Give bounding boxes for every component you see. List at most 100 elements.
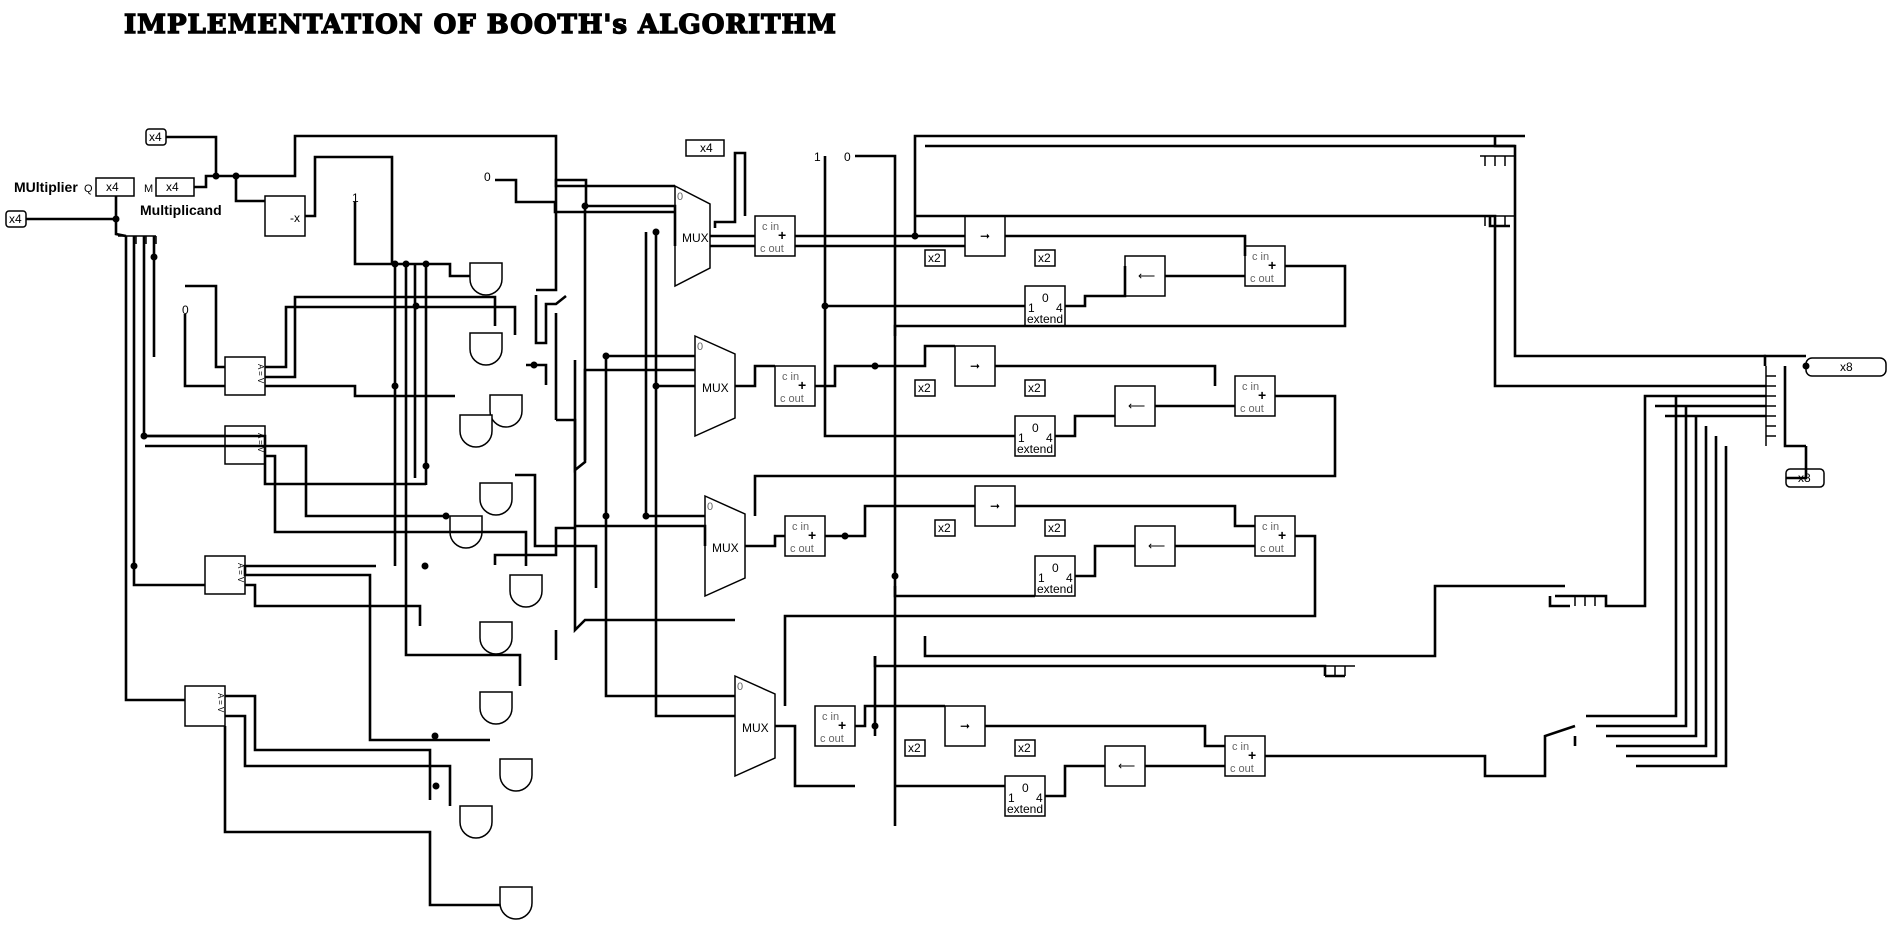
and-gate-9[interactable] — [479, 691, 513, 725]
svg-text:+: + — [1258, 387, 1266, 403]
and-gate-4[interactable] — [459, 414, 493, 448]
svg-text:x2: x2 — [1048, 521, 1061, 535]
and-gate-1[interactable] — [469, 262, 503, 296]
svg-text:x4: x4 — [166, 180, 179, 194]
shift-left-4[interactable]: ⟵ — [1104, 745, 1146, 787]
multiplicand-label: Multiplicand — [140, 202, 222, 218]
and-gate-7[interactable] — [509, 574, 543, 608]
shift-amount-pin-5[interactable]: x2 — [934, 519, 956, 537]
input-pin-mux-top[interactable]: x4 — [685, 139, 725, 157]
svg-text:0: 0 — [677, 191, 683, 203]
svg-text:1: 1 — [1028, 301, 1035, 315]
svg-text:c out: c out — [1230, 763, 1254, 775]
svg-text:4: 4 — [1046, 431, 1053, 445]
adder-1[interactable]: c in + c out — [754, 215, 796, 257]
register-m[interactable]: x4 — [155, 177, 195, 197]
shift-amount-pin-6[interactable]: x2 — [1044, 519, 1066, 537]
mux-3[interactable]: MUX 0 — [704, 494, 746, 598]
and-gate-8[interactable] — [479, 621, 513, 655]
adder-group: c in + c out c in + c out c in + c out c… — [754, 215, 1296, 777]
svg-text:+: + — [798, 377, 806, 393]
and-gate-5[interactable] — [479, 482, 513, 516]
extend-block-2[interactable]: 0 1 4 extend — [1014, 415, 1056, 457]
shift-amount-pin-2[interactable]: x2 — [1034, 249, 1056, 267]
comparator-4[interactable]: A = V — [184, 685, 226, 727]
svg-text:c out: c out — [790, 543, 814, 555]
const-zero-1: 0 — [484, 170, 491, 184]
comparator-1[interactable]: A = V — [224, 356, 266, 396]
and-gate-2[interactable] — [469, 332, 503, 366]
svg-text:c out: c out — [1250, 273, 1274, 285]
svg-text:c in: c in — [1262, 521, 1279, 533]
svg-text:c out: c out — [1260, 543, 1284, 555]
shift-amount-pin-3[interactable]: x2 — [914, 379, 936, 397]
shift-left-3[interactable]: ⟵ — [1134, 525, 1176, 567]
register-q[interactable]: x4 — [95, 177, 135, 197]
svg-text:x2: x2 — [1028, 381, 1041, 395]
shift-amount-pin-4[interactable]: x2 — [1024, 379, 1046, 397]
svg-text:x2: x2 — [1038, 251, 1051, 265]
adder-7[interactable]: c in + c out — [1254, 515, 1296, 557]
svg-text:c out: c out — [820, 733, 844, 745]
svg-text:x2: x2 — [918, 381, 931, 395]
adder-5[interactable]: c in + c out — [1244, 245, 1286, 287]
svg-text:extend: extend — [1007, 802, 1043, 816]
shift-amount-pin-7[interactable]: x2 — [904, 739, 926, 757]
svg-text:0: 0 — [697, 341, 703, 353]
const-one-2: 1 — [814, 150, 821, 164]
svg-text:c out: c out — [1240, 403, 1264, 415]
svg-text:0: 0 — [1042, 291, 1049, 305]
input-pin-left[interactable]: x4 — [5, 210, 27, 228]
svg-text:x8: x8 — [1840, 360, 1853, 374]
svg-text:A = V: A = V — [256, 433, 265, 453]
shift-right-4[interactable]: ➞ — [944, 705, 986, 747]
adder-2[interactable]: c in + c out — [774, 365, 816, 407]
shift-left-1[interactable]: ⟵ — [1124, 255, 1166, 297]
and-gate-11[interactable] — [459, 805, 493, 839]
svg-text:+: + — [1278, 527, 1286, 543]
mux-4[interactable]: MUX 0 — [734, 674, 776, 778]
extend-block-4[interactable]: 0 1 4 extend — [1004, 775, 1046, 817]
svg-text:c in: c in — [782, 371, 799, 383]
svg-text:extend: extend — [1017, 442, 1053, 456]
output-pin-primary[interactable]: x8 — [1805, 357, 1887, 377]
multiplier-label: MUltiplier — [14, 179, 78, 195]
adder-4[interactable]: c in + c out — [814, 705, 856, 747]
svg-text:➞: ➞ — [970, 359, 980, 373]
shift-amount-pin-1[interactable]: x2 — [924, 249, 946, 267]
svg-text:MUX: MUX — [742, 721, 769, 735]
svg-text:x2: x2 — [1018, 741, 1031, 755]
svg-text:c out: c out — [760, 243, 784, 255]
shift-amount-pin-8[interactable]: x2 — [1014, 739, 1036, 757]
extend-block-3[interactable]: 0 1 4 extend — [1034, 555, 1076, 597]
adder-8[interactable]: c in + c out — [1224, 735, 1266, 777]
input-pin-top[interactable]: x4 — [145, 128, 167, 146]
const-zero-2: 0 — [182, 303, 189, 317]
svg-text:1: 1 — [1038, 571, 1045, 585]
and-gate-3[interactable] — [489, 394, 523, 428]
shift-right-1[interactable]: ➞ — [964, 215, 1006, 257]
and-gate-12[interactable] — [499, 886, 533, 920]
svg-text:0: 0 — [1052, 561, 1059, 575]
and-gate-10[interactable] — [499, 758, 533, 792]
svg-text:1: 1 — [1018, 431, 1025, 445]
shift-right-2[interactable]: ➞ — [954, 345, 996, 387]
shift-left-2[interactable]: ⟵ — [1114, 385, 1156, 427]
svg-text:c in: c in — [1242, 381, 1259, 393]
svg-text:⟵: ⟵ — [1118, 759, 1135, 773]
svg-text:c out: c out — [780, 393, 804, 405]
adder-3[interactable]: c in + c out — [784, 515, 826, 557]
extend-block-1[interactable]: 0 1 4 extend — [1024, 285, 1066, 327]
comparator-3[interactable]: A = V — [204, 555, 246, 595]
mux-1[interactable]: MUX 0 — [674, 184, 711, 288]
svg-text:⟵: ⟵ — [1148, 539, 1165, 553]
mux-2[interactable]: MUX 0 — [694, 334, 736, 438]
m-label: M — [144, 183, 153, 195]
adder-6[interactable]: c in + c out — [1234, 375, 1276, 417]
shift-right-3[interactable]: ➞ — [974, 485, 1016, 527]
svg-text:x2: x2 — [928, 251, 941, 265]
svg-text:x4: x4 — [149, 130, 162, 144]
negate-block[interactable]: -x — [264, 195, 306, 237]
svg-text:x4: x4 — [700, 141, 713, 155]
